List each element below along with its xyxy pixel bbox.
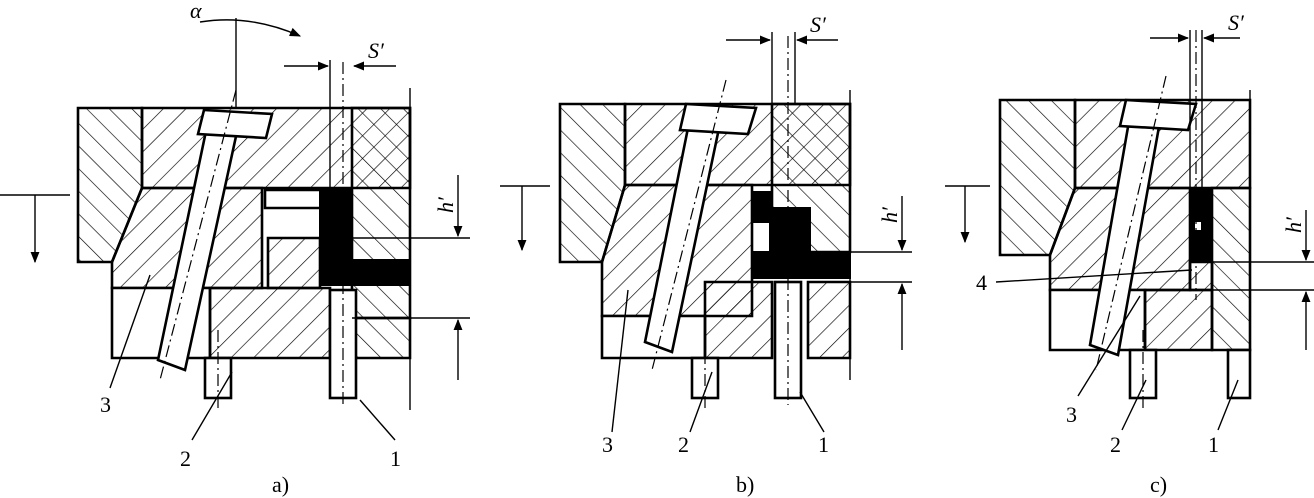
panel-a-label-3: 3: [100, 392, 111, 417]
panel-a-lower-right: [350, 316, 412, 360]
panel-b-label-2: 2: [678, 432, 689, 457]
panel-c-leader-2: [1121, 379, 1147, 431]
panel-a-leader-2: [191, 371, 233, 441]
panel-c-insert-4: [1188, 260, 1214, 292]
panel-a-label-1: 1: [390, 446, 401, 471]
panel-b-label-3: 3: [602, 432, 613, 457]
panel-b-caption: b): [736, 472, 754, 497]
panel-c-caption: c): [1150, 472, 1167, 497]
panel-a-s-label: S′: [368, 38, 385, 63]
panel-a: α S′ h′ 3 2 1 a): [0, 0, 470, 497]
panel-c-label-1: 1: [1208, 432, 1219, 457]
panel-b-label-1: 1: [818, 432, 829, 457]
panel-b-lower-right: [806, 280, 852, 360]
panel-b-leader-3: [611, 289, 629, 433]
panel-c-s-label: S′: [1228, 10, 1245, 35]
panel-c-leader-1: [1217, 379, 1239, 431]
panel-b-leader-2: [689, 371, 713, 433]
panel-c-h-label: h′: [1281, 216, 1306, 233]
panel-c-label-3: 3: [1066, 402, 1077, 427]
panel-c-leader-4: [995, 269, 1193, 283]
panel-b-h-label: h′: [877, 206, 902, 223]
panel-a-pin-axis: [159, 89, 237, 381]
panel-c-pin-head: [1118, 98, 1198, 132]
panel-a-h-label: h′: [433, 196, 458, 213]
panel-c-lower-core: [1143, 288, 1214, 352]
panel-a-leader-1: [359, 399, 396, 441]
panel-b-leader-1: [799, 391, 825, 433]
panel-b-lower-core: [703, 280, 774, 360]
panel-a-inner-block: [266, 236, 322, 290]
panel-a-label-2: 2: [180, 446, 191, 471]
panel-b: S′ h′ 3 2 1 b): [500, 12, 912, 497]
panel-b-s-label: S′: [810, 12, 827, 37]
panel-c: S′ h′ 4 3 2 1 c): [945, 10, 1314, 497]
panel-a-alpha-label: α: [190, 0, 202, 23]
panel-a-alpha-arc: [199, 19, 302, 37]
panel-c-label-4: 4: [976, 270, 987, 295]
panel-c-right-mold: [1210, 186, 1252, 352]
panel-c-ejector-pin-1: [1226, 348, 1252, 400]
panel-a-right-mold: [350, 106, 412, 320]
panel-c-pin-axis: [1095, 75, 1167, 371]
panel-c-leader-3: [1077, 295, 1141, 397]
panel-b-pin-axis: [651, 79, 727, 371]
panel-c-label-2: 2: [1110, 432, 1121, 457]
panel-b-pin-head: [678, 102, 758, 136]
panel-a-caption: a): [272, 472, 289, 497]
panel-a-pin-head: [196, 108, 274, 140]
panel-a-leader-3: [109, 274, 151, 389]
panel-a-lower-core: [208, 286, 332, 360]
panel-a-inner-slot: [263, 188, 330, 210]
panel-c-part-hole: [1195, 222, 1201, 230]
